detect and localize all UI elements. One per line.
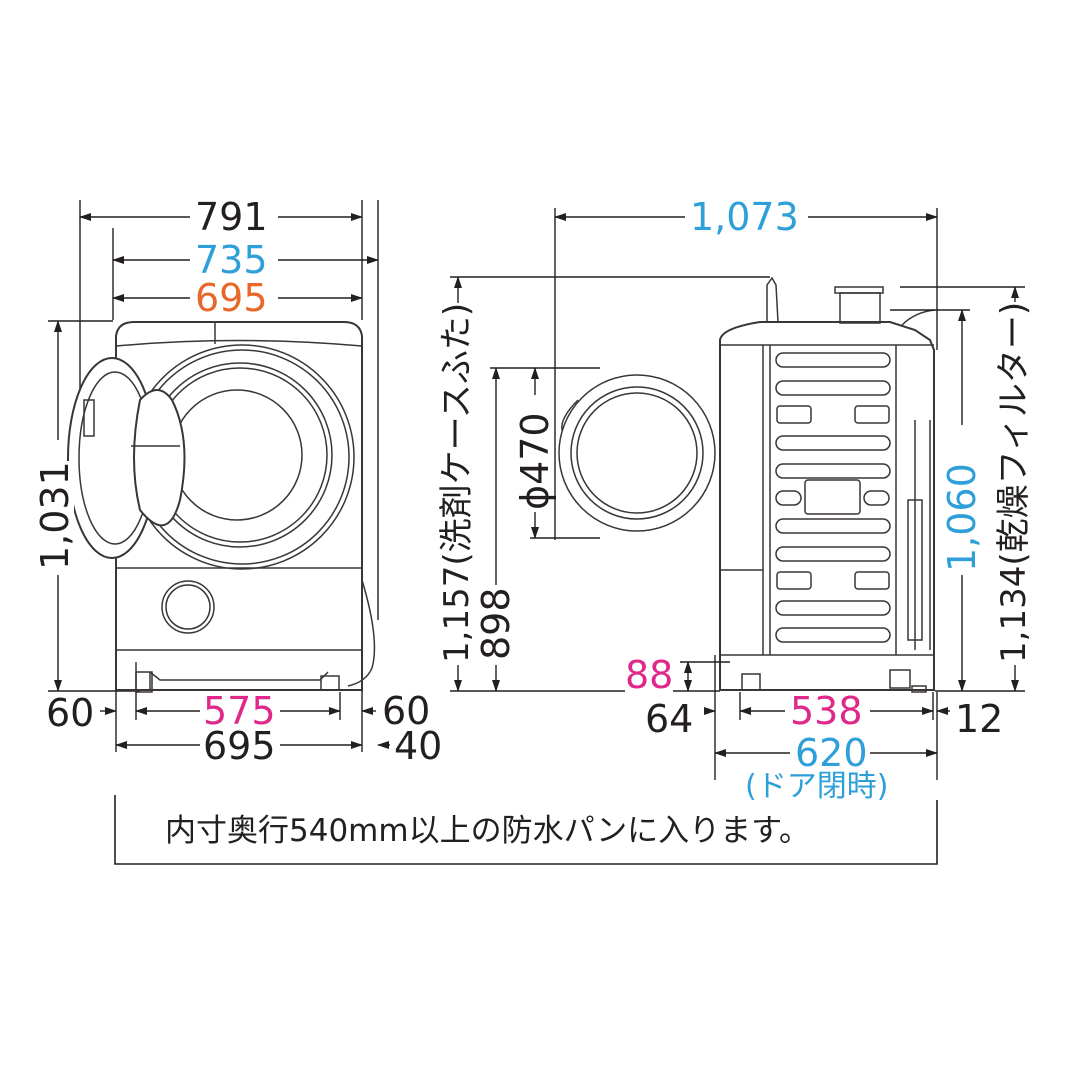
side-foot-span: 538 [790,689,863,733]
body-vents [775,352,891,643]
side-foot-front-offset: 64 [645,697,694,741]
front-foot-span: 575 [203,689,276,733]
side-height-top: 1,060 [940,463,984,572]
side-floor-clearance: 88 [625,653,674,697]
front-foot-left-offset: 60 [46,691,95,735]
footer-note: 内寸奥行540mm以上の防水パンに入ります。 [165,813,811,849]
side-depth-door-closed-note: (ドア閉時) [745,769,889,804]
side-depth-door-open: 1,073 [690,195,799,239]
front-width-body: 695 [195,276,268,320]
front-base-width: 695 [203,724,276,768]
side-view [450,208,1025,780]
front-hose-clearance: 40 [394,724,443,768]
front-width-overall: 791 [195,195,268,239]
front-foot-right-offset: 60 [382,689,431,733]
side-height-dry-filter: 1,134(乾燥フィルター) [994,301,1034,663]
footer-bracket [114,795,938,865]
side-height-detergent-lid: 1,157(洗剤ケースふた) [437,302,477,663]
front-view [48,200,390,752]
front-width-with-hose: 735 [195,238,268,282]
side-depth-door-closed: 620 [795,731,868,775]
front-height: 1,031 [33,461,77,570]
side-door-center-height: 898 [474,587,518,660]
side-door-diameter: ϕ470 [513,412,557,510]
side-foot-rear-offset: 12 [955,697,1004,741]
